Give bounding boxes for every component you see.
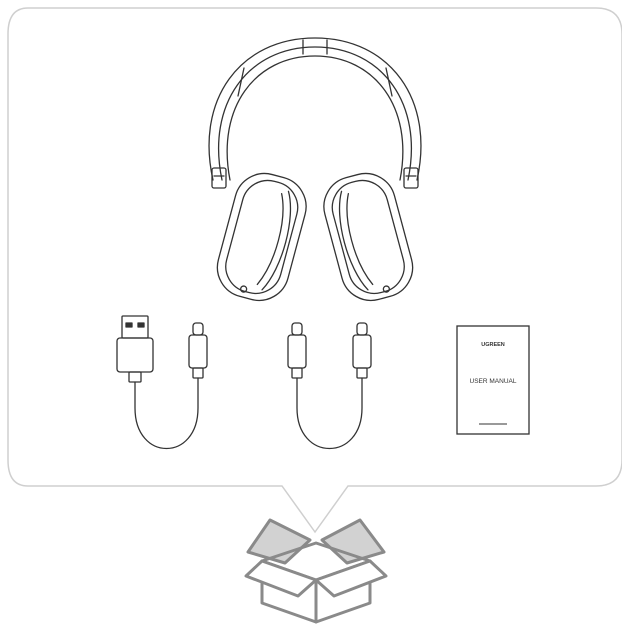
- manual-brand: UGREEN: [481, 342, 505, 348]
- user-manual-icon: UGREEN USER MANUAL: [457, 326, 529, 434]
- callout-panel: [8, 8, 622, 532]
- manual-title: USER MANUAL: [470, 378, 517, 385]
- open-box-icon: [246, 520, 386, 622]
